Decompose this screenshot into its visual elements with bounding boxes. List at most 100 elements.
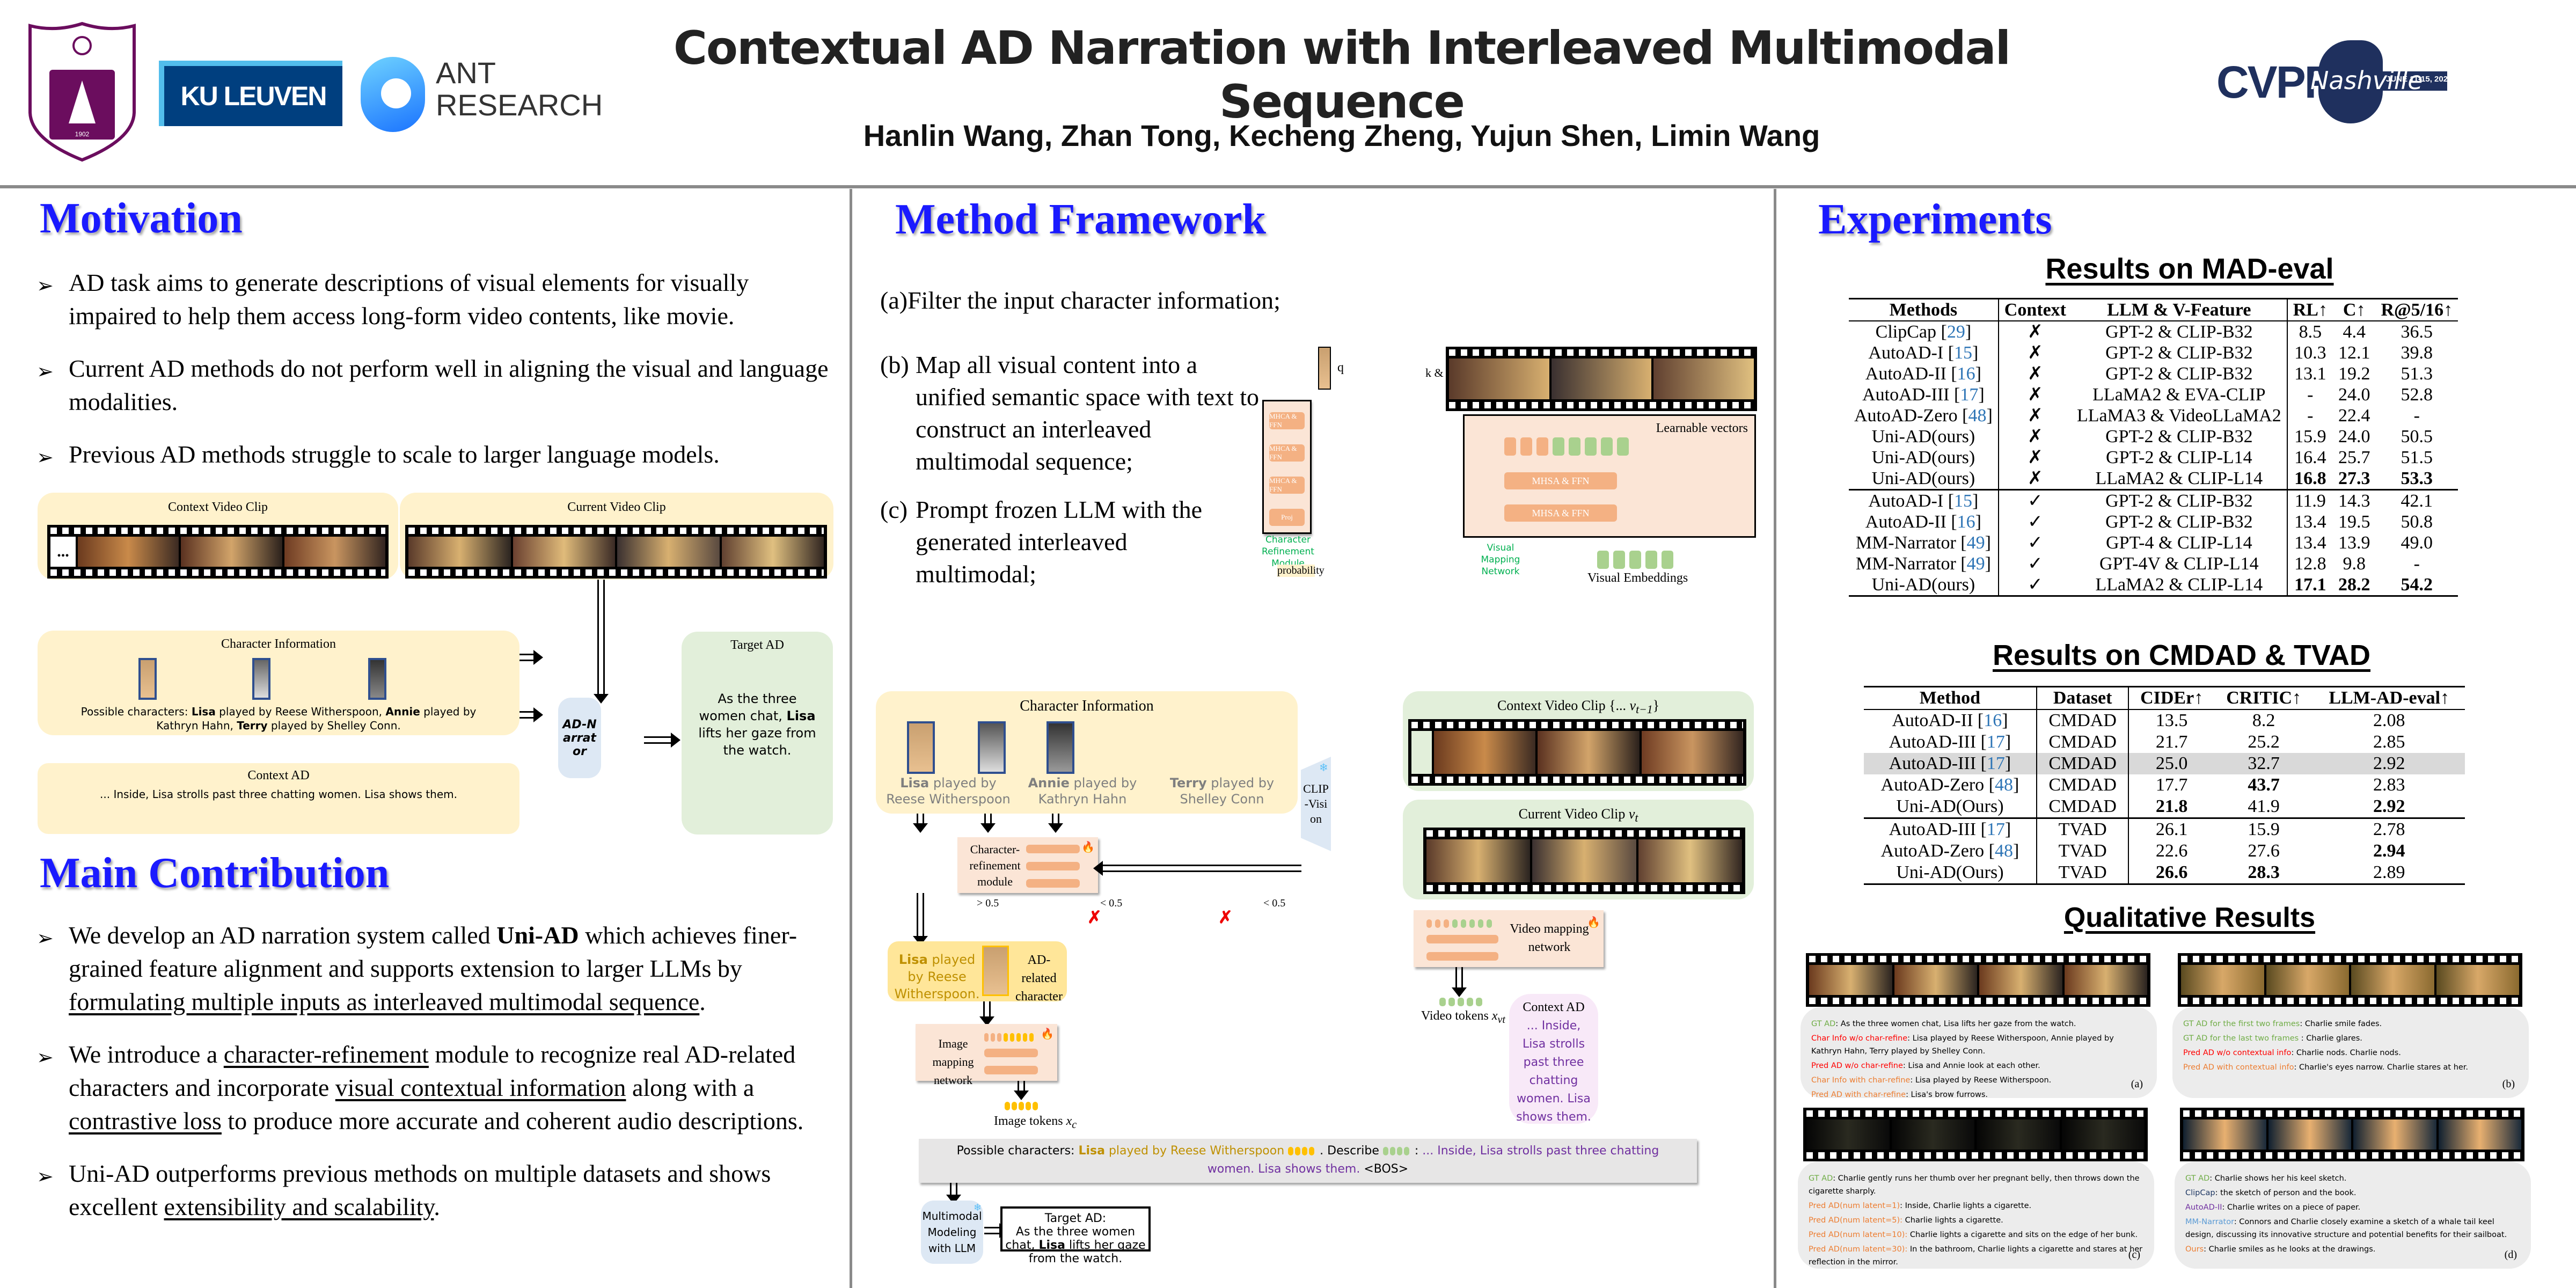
context-cell: ✓ (2028, 491, 2043, 511)
citation-link[interactable]: 17 (1986, 819, 2005, 839)
qualitative-filmstrip (1803, 1108, 2148, 1161)
arrow-down (946, 1183, 961, 1204)
c-cell: 21.7 (2155, 732, 2188, 752)
image-tokens-label: Image tokens xc (994, 1114, 1077, 1131)
citation-link[interactable]: 16 (1957, 512, 1975, 532)
citation-link[interactable]: 48 (1995, 775, 2013, 795)
r-cell: 51.5 (2401, 448, 2433, 467)
fire-icon: 🔥 (1081, 841, 1095, 853)
motivation-bullet: ➢Previous AD methods struggle to scale t… (36, 438, 831, 471)
visual-embeddings-label: Visual Embeddings (1587, 571, 1688, 585)
context-cell: ✗ (2028, 364, 2043, 384)
column-header: C↑ (2343, 300, 2366, 320)
qualitative-filmstrip (2178, 953, 2522, 1007)
column-header: Methods (1849, 298, 1999, 321)
motivation-bullet: ➢Current AD methods do not perform well … (36, 355, 829, 415)
learnable-vectors (1504, 437, 1633, 456)
context-cell: ✓ (2028, 575, 2043, 595)
dataset-cell: CMDAD (2036, 709, 2129, 731)
citation-link[interactable]: 17 (1986, 732, 2005, 752)
arrow-down (980, 814, 996, 833)
citation-link[interactable]: 17 (1986, 753, 2005, 773)
llm-cell: LLaMA2 & CLIP-L14 (2071, 468, 2288, 490)
qualitative-line: GT AD: As the three women chat, Lisa lif… (1811, 1020, 2076, 1028)
dataset-cell: TVAD (2036, 862, 2129, 884)
dataset-cell: CMDAD (2036, 774, 2129, 796)
cr-cell: 25.2 (2248, 732, 2280, 752)
context-cell: ✗ (2028, 406, 2043, 426)
pipeline-context-ad: Context AD ... Inside, Lisa strolls past… (1509, 994, 1598, 1124)
panel-tag: (a) (2131, 1078, 2143, 1090)
citation-link[interactable]: 48 (1995, 841, 2013, 861)
citation-link[interactable]: 49 (1966, 554, 1985, 574)
c-cell: 25.7 (2338, 448, 2370, 467)
l-cell: 2.85 (2373, 732, 2405, 752)
rl-cell: 16.8 (2294, 469, 2326, 488)
context-clip-label: Context Video Clip {... vt−1} (1497, 698, 1660, 716)
character-photo-terry (1046, 721, 1074, 774)
method-cell: MM-Narrator [49] (1849, 532, 1999, 553)
cr-cell: 28.3 (2248, 862, 2280, 882)
contribution-title: Main Contribution (40, 850, 390, 897)
method-cell: AutoAD-Zero [48] (1864, 774, 2037, 796)
column-header: R@5/16↑ (2381, 300, 2453, 320)
bullet-arrow-icon: ➢ (36, 1166, 54, 1188)
citation-link[interactable]: 48 (1968, 406, 1987, 426)
qualitative-line: AutoAD-II: Charlie writes on a piece of … (2185, 1203, 2361, 1212)
context-ad-box: Context AD ... Inside, Lisa strolls past… (38, 763, 519, 834)
citation-link[interactable]: 49 (1966, 533, 1985, 553)
citation-link[interactable]: 15 (1954, 491, 1973, 511)
citation-link[interactable]: 16 (1957, 364, 1975, 384)
method-cell: Uni-AD(ours) (1849, 468, 1999, 490)
method-cell: Uni-AD(ours) (1849, 447, 1999, 468)
column-header: Dataset (2036, 686, 2129, 709)
target-ad-output: Target AD: As the three women chat, Lisa… (1000, 1206, 1151, 1265)
context-cell: ✗ (2028, 343, 2043, 363)
rl-cell: - (2307, 406, 2314, 426)
ad-narrator-box: AD-Narrator (558, 698, 601, 778)
column-header: Method (1864, 686, 2037, 709)
interleaved-sequence-box: Possible characters: Lisa played by Rees… (919, 1139, 1697, 1183)
llm-cell: GPT-2 & CLIP-B32 (2071, 321, 2288, 342)
motivation-bullet: ➢AD task aims to generate descriptions o… (36, 269, 749, 330)
method-cell: Uni-AD(ours) (1849, 574, 1999, 596)
column-header: Context (2004, 300, 2066, 320)
rl-cell: 15.9 (2294, 427, 2326, 447)
qualitative-line: Ours: Charlie smiles as he looks at the … (2185, 1245, 2376, 1254)
l-cell: 2.08 (2373, 711, 2405, 730)
method-cell: Uni-AD(ours) (1849, 426, 1999, 447)
qualitative-card: GT AD: As the three women chat, Lisa lif… (1801, 1007, 2157, 1099)
method-cell: AutoAD-III [17] (1849, 384, 1999, 405)
context-cell: ✗ (2028, 322, 2043, 342)
image-tokens (1005, 1101, 1040, 1111)
clip-vision-encoder: CLIP-Vision (1301, 757, 1331, 851)
citation-link[interactable]: 16 (1984, 711, 2002, 730)
bullet-arrow-icon: ➢ (36, 927, 54, 950)
rl-cell: 11.9 (2294, 491, 2326, 511)
method-cell: AutoAD-III [17] (1864, 731, 2037, 753)
mad-table-title: Results on MAD-eval (2045, 253, 2334, 285)
context-cell: ✗ (2028, 469, 2043, 488)
qualitative-line: GT AD for the first two frames: Charlie … (2183, 1020, 2382, 1028)
qualitative-line: MM-Narrator: Connors and Charlie closely… (2185, 1218, 2507, 1239)
citation-link[interactable]: 15 (1954, 343, 1973, 363)
threshold-lisa: > 0.5 (977, 897, 999, 909)
citation-link[interactable]: 17 (1960, 385, 1979, 405)
rl-cell: 13.1 (2294, 364, 2326, 384)
motivation-title: Motivation (40, 195, 243, 242)
rl-cell: 16.4 (2294, 448, 2326, 467)
citation-link[interactable]: 29 (1946, 322, 1965, 342)
video-tokens (1439, 997, 1485, 1007)
c-cell: 14.3 (2338, 491, 2370, 511)
pipeline-context-clip: Context Video Clip {... vt−1} (1403, 691, 1754, 791)
character-info-text: Possible characters: Lisa played by Rees… (80, 705, 477, 732)
image-mapping-network: Image mapping network 🔥 (916, 1024, 1057, 1087)
